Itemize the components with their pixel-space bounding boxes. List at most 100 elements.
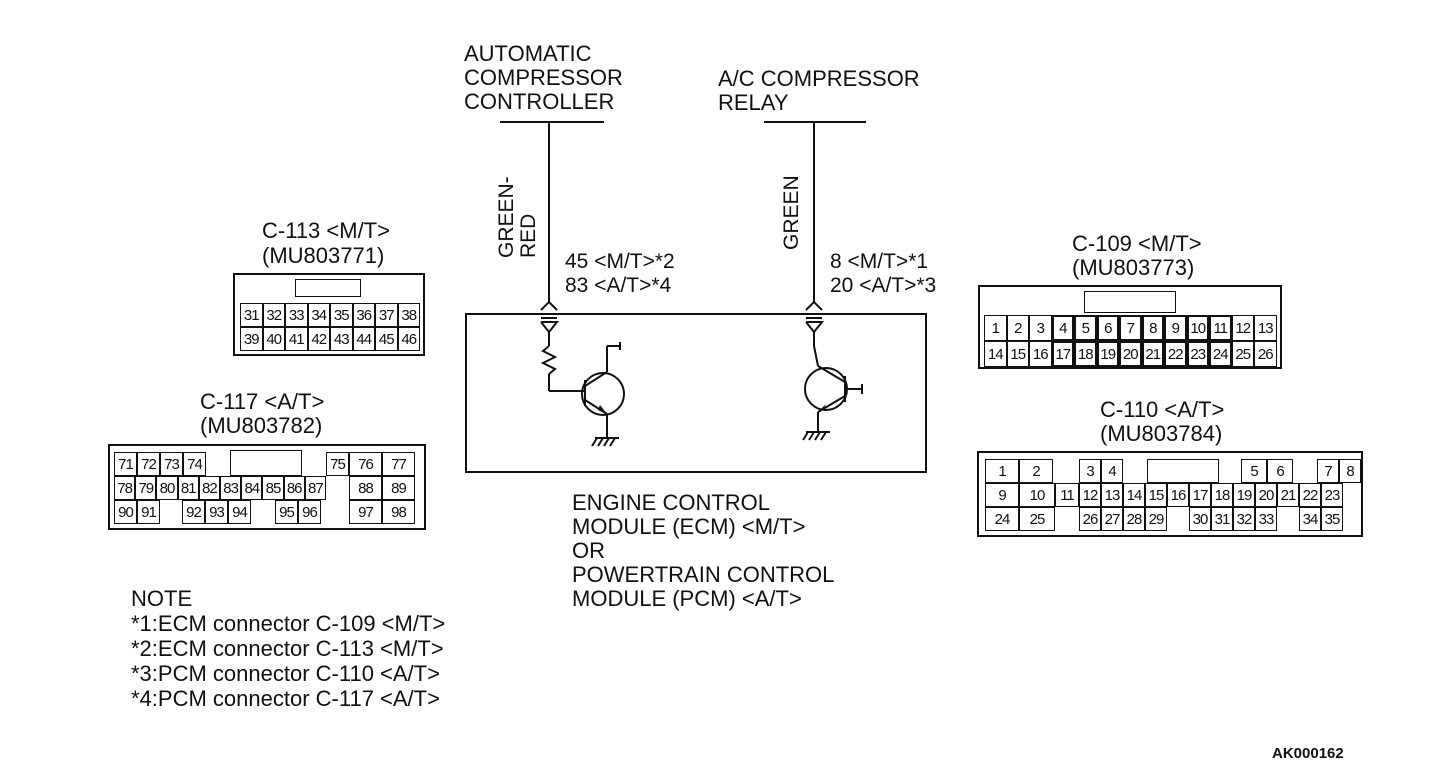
pin-cell: 89 [382, 476, 415, 500]
pin-cell: 20 [1255, 483, 1277, 507]
transistor-right [804, 367, 848, 411]
pin-cell: 43 [330, 327, 353, 351]
pin-cell: 14 [984, 341, 1007, 367]
c109-title: C-109 <M/T> [1072, 231, 1202, 256]
pin-cell: 95 [275, 500, 298, 524]
pin-cell: 73 [160, 452, 183, 476]
pin-cell: 33 [285, 303, 308, 327]
pin-cell: 40 [262, 327, 285, 351]
pin-cell: 76 [349, 452, 382, 476]
pin-cell: 22 [1164, 341, 1187, 367]
pin-cell: 6 [1267, 459, 1293, 483]
note-item: *1:ECM connector C-109 <M/T> [131, 611, 446, 636]
pin-cell: 2 [1006, 315, 1029, 341]
pin-cell: 14 [1123, 483, 1145, 507]
pin-cell: 1 [985, 459, 1019, 483]
pin-cell: 15 [1006, 341, 1029, 367]
c113-title: C-113 <M/T> [262, 218, 390, 243]
pin-cell: 87 [304, 476, 326, 500]
pin-cell: 80 [156, 476, 178, 500]
ecm-pcm-box [465, 313, 927, 473]
pin-cell: 8 [1141, 315, 1164, 341]
figure-code: AK000162 [1272, 745, 1344, 762]
pin-cell: 98 [382, 500, 415, 524]
pin-cell: 32 [262, 303, 285, 327]
pin-cell: 26 [1079, 507, 1101, 531]
pin-cell: 10 [1019, 483, 1055, 507]
pin-cell: 41 [285, 327, 308, 351]
pin-cell: 34 [307, 303, 330, 327]
pin-cell: 23 [1321, 483, 1343, 507]
pin-cell: 10 [1186, 315, 1209, 341]
pin-cell: 38 [397, 303, 420, 327]
pin-cell: 25 [1019, 507, 1055, 531]
pin-cell: 94 [228, 500, 251, 524]
pin-cell: 28 [1123, 507, 1145, 531]
pin-cell: 35 [1321, 507, 1343, 531]
pin-cell: 3 [1079, 459, 1101, 483]
pin-cell: 88 [349, 476, 382, 500]
pin-cell: 44 [352, 327, 375, 351]
pin-cell: 42 [307, 327, 330, 351]
pin-cell: 23 [1186, 341, 1209, 367]
note-item: *2:ECM connector C-113 <M/T> [131, 636, 444, 661]
right-pin-label: 8 <M/T>*1 20 <A/T>*3 [830, 250, 937, 297]
pin-cell: 34 [1299, 507, 1321, 531]
pin-cell: 90 [114, 500, 137, 524]
pin-cell: 13 [1101, 483, 1123, 507]
pin-cell: 71 [114, 452, 137, 476]
pin-cell: 24 [985, 507, 1019, 531]
note-item: *4:PCM connector C-117 <A/T> [131, 686, 440, 711]
right-pin-triangle [805, 321, 825, 334]
pin-cell: 5 [1241, 459, 1267, 483]
pin-cell: 29 [1145, 507, 1167, 531]
pin-cell: 33 [1255, 507, 1277, 531]
pin-cell: 9 [985, 483, 1019, 507]
pin-cell: 4 [1051, 315, 1074, 341]
right-connector-mark [805, 300, 823, 311]
pin-cell: 11 [1055, 483, 1079, 507]
pin-cell: 32 [1233, 507, 1255, 531]
pin-cell: 2 [1019, 459, 1053, 483]
pin-cell: 31 [1211, 507, 1233, 531]
pin-cell: 12 [1231, 315, 1254, 341]
pin-cell: 7 [1119, 315, 1142, 341]
pin-cell: 19 [1233, 483, 1255, 507]
pin-cell: 17 [1051, 341, 1074, 367]
pin-cell: 84 [241, 476, 263, 500]
pin-cell: 18 [1074, 341, 1097, 367]
pin-cell: 6 [1096, 315, 1119, 341]
pin-cell: 37 [375, 303, 398, 327]
pin-cell: 45 [375, 327, 398, 351]
c117-title: C-117 <A/T> [200, 389, 325, 414]
connector-key [1084, 291, 1176, 313]
pin-cell: 21 [1277, 483, 1299, 507]
transistor-left [581, 372, 625, 416]
pin-cell: 92 [182, 500, 205, 524]
pin-cell: 93 [205, 500, 228, 524]
pin-cell: 18 [1211, 483, 1233, 507]
pin-cell: 3 [1029, 315, 1052, 341]
pin-cell: 24 [1209, 341, 1232, 367]
pin-cell: 75 [326, 452, 349, 476]
pin-cell: 25 [1231, 341, 1254, 367]
pin-cell: 96 [298, 500, 321, 524]
c110-title: C-110 <A/T> [1100, 397, 1225, 422]
pin-cell: 86 [283, 476, 305, 500]
pin-cell: 30 [1189, 507, 1211, 531]
pin-cell: 5 [1074, 315, 1097, 341]
pin-cell: 1 [984, 315, 1007, 341]
pin-cell: 4 [1101, 459, 1123, 483]
left-connector-mark [540, 300, 558, 311]
pin-cell: 35 [330, 303, 353, 327]
pin-cell: 11 [1209, 315, 1232, 341]
pin-cell: 16 [1167, 483, 1189, 507]
resistor [540, 345, 558, 375]
pin-cell: 20 [1119, 341, 1142, 367]
pin-cell: 9 [1164, 315, 1187, 341]
